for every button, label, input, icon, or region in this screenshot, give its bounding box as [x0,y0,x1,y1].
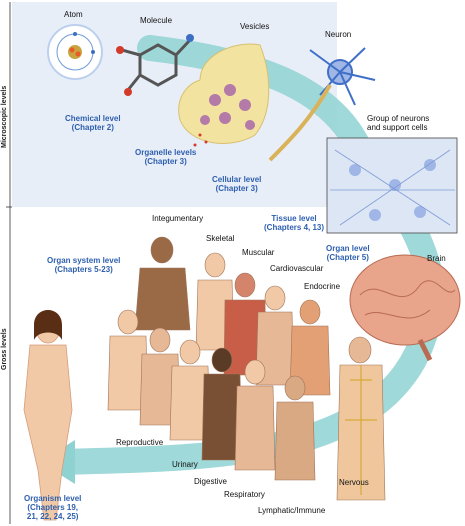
neuron-illustration [268,47,376,162]
digestive-label: Digestive [194,477,227,486]
molecule-label: Molecule [140,16,173,25]
level-chapter: (Chapters 4, 13) [264,223,325,232]
level-name: Organelle levels [135,148,197,157]
lymphatic-immune-label: Lymphatic/Immune [258,506,326,515]
organism-hair [34,310,62,340]
skeletal-label: Skeletal [206,234,235,243]
microscopic-levels-label: Microscopic levels [1,85,8,148]
level-chapter: (Chapters 19, [27,503,79,512]
muscular-label: Muscular [242,248,275,257]
level-name: Organ level [326,244,370,253]
atom-label: Atom [64,10,83,19]
tissue-level-label: Tissue level (Chapters 4, 13) [264,214,324,232]
level-name: Organism level [24,494,82,503]
level-name: Organ system level [47,256,121,265]
integumentary-label: Integumentary [152,214,204,223]
organelle-levels-label: Organelle levels (Chapter 3) [135,148,196,166]
organism-level-label: Organism level (Chapters 19, 21, 22, 24,… [24,494,81,521]
molecule-atom [186,34,194,42]
endocrine-label: Endocrine [304,282,341,291]
nervous-label: Nervous [339,478,369,487]
level-name: Cellular level [212,175,262,184]
reproductive-label: Reproductive [116,438,164,447]
level-chapter: (Chapters 5-23) [54,265,113,274]
brain-illustration [349,254,461,362]
cardiovascular-label: Cardiovascular [270,264,324,273]
level-chapter: (Chapter 5) [326,253,369,262]
organ-system-level-label: Organ system level (Chapters 5-23) [47,256,120,274]
vesicles-label: Vesicles [240,22,270,31]
chemical-level-label: Chemical level (Chapter 2) [65,114,121,132]
vesicles-illustration [178,43,270,147]
level-name: Tissue level [271,214,317,223]
urinary-label: Urinary [172,460,198,469]
level-chapter: (Chapter 3) [144,157,187,166]
gross-levels-label: Gross levels [1,328,8,370]
respiratory-label: Respiratory [224,490,265,499]
organ-level-label: Organ level (Chapter 5) [326,244,370,262]
neuron-label: Neuron [325,30,352,39]
cellular-level-label: Cellular level (Chapter 3) [212,175,261,193]
molecule-illustration [121,38,192,91]
atom-illustration [47,24,103,80]
molecule-atom [124,88,132,96]
group-neurons-line: Group of neurons [367,114,430,123]
organ-system-figures [107,236,386,501]
level-chapter: (Chapter 2) [71,123,114,132]
molecule-atom [116,46,124,54]
organism-figure [23,312,73,521]
level-name: Chemical level [65,114,121,123]
level-chapter: 21, 22, 24, 25) [26,512,79,521]
level-chapter: (Chapter 3) [215,184,258,193]
brain-label: Brain [427,254,446,263]
group-neurons-label: Group of neurons and support cells [367,114,429,132]
group-neurons-line: and support cells [367,123,428,132]
tissue-illustration [326,137,458,234]
